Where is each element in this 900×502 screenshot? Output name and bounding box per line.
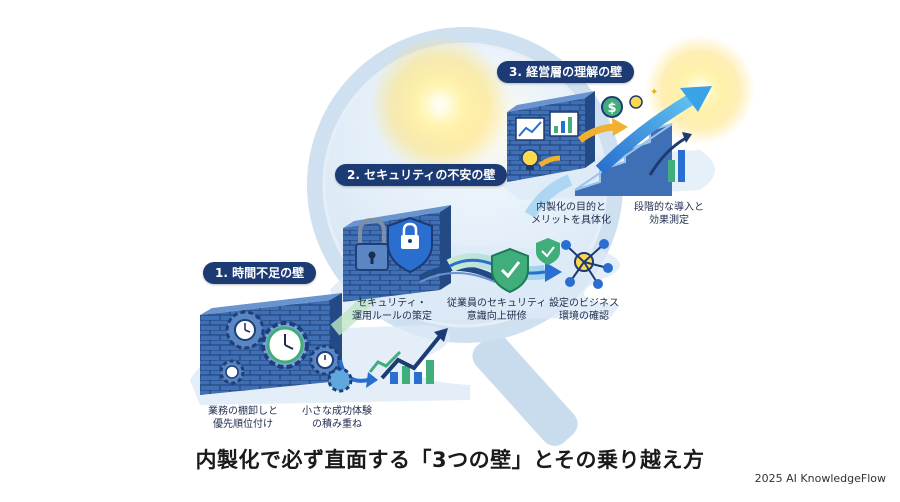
step-label-awareness-training: 従業員のセキュリティ意識向上研修 [447,298,547,322]
check-shield-icon [491,247,529,294]
svg-text:$: $ [607,101,616,116]
wall-2-badge: 2. セキュリティの不安の壁 [335,164,508,186]
step-label-security-rules: セキュリティ・運用ルールの策定 [352,298,432,322]
padlock-icon [355,217,389,271]
svg-text:✦: ✦ [650,87,658,98]
step-label-business-env: 設定のビジネス環境の確認 [549,298,619,322]
wall-1-badge: 1. 時間不足の壁 [203,262,317,284]
wall-1-illustration [200,293,448,395]
arrow-icon [538,86,712,175]
chart-icon [648,132,692,182]
step-label-task-inventory: 業務の棚卸しと優先順位付け [208,406,278,430]
wall-2-illustration [343,205,613,302]
step-label-purpose-benefits: 内製化の目的とメリットを具体化 [531,202,611,226]
network-icon [536,238,613,289]
clock-icon [225,319,334,379]
dollar-icon: $ ✦ [601,87,658,118]
wall-3-badge: 3. 経営層の理解の壁 [497,61,635,83]
step-label-small-wins: 小さな成功体験の積み重ね [302,406,372,430]
step-label-phased-rollout: 段階的な導入と効果測定 [634,202,704,226]
page-title: 内製化で必ず直面する「3つの壁」とその乗り越え方 [195,448,705,472]
credit-text: 2025 AI KnowledgeFlow [754,472,886,485]
lightbulb-icon [521,149,539,170]
chart-icon [515,111,579,141]
wall-3-illustration: $ ✦ [507,86,712,196]
shield-icon [387,216,433,274]
chart-icon [368,328,448,384]
